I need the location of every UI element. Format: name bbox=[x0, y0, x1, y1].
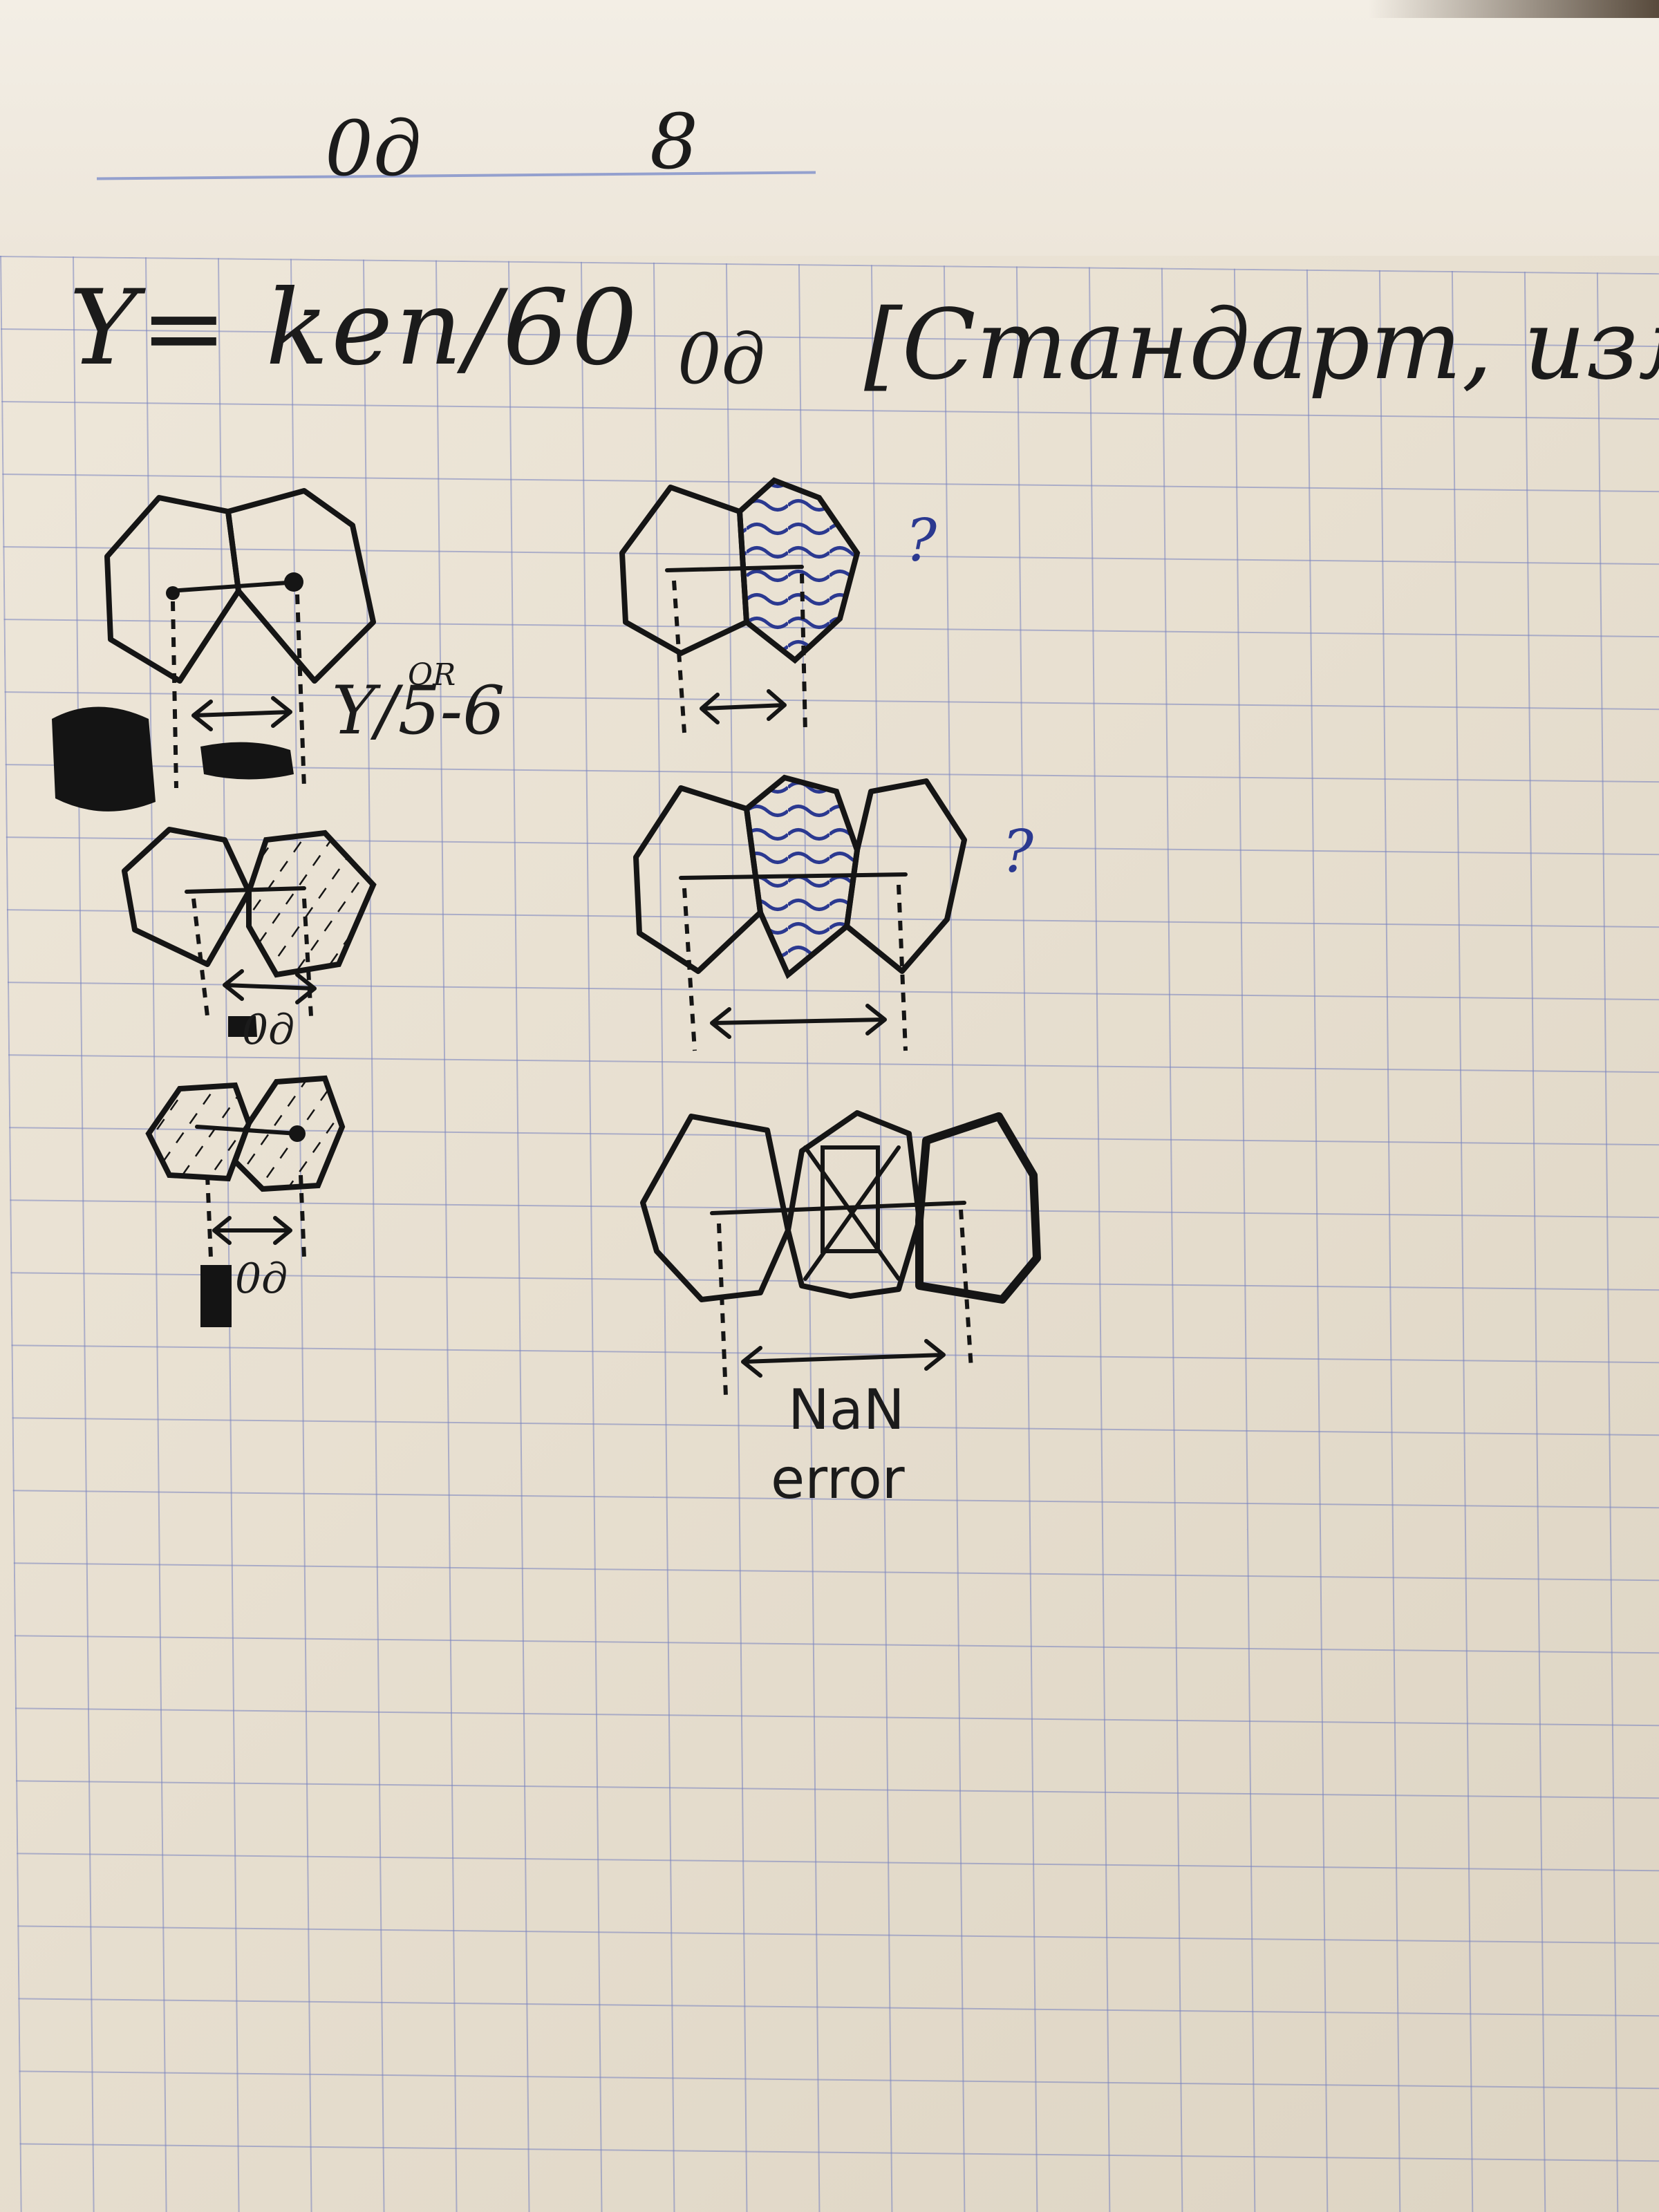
arrow-double bbox=[191, 696, 292, 731]
annotation-or: OR bbox=[408, 657, 456, 693]
arrow-double bbox=[223, 969, 317, 1004]
dashed-guide bbox=[717, 1223, 728, 1397]
node-dot bbox=[284, 572, 303, 592]
scribble-mark bbox=[200, 742, 294, 780]
scribble-mark bbox=[228, 1016, 257, 1037]
header-number: 8 bbox=[650, 97, 698, 186]
dashed-guide bbox=[299, 1174, 306, 1259]
sketch-left-3 bbox=[145, 1075, 346, 1327]
hex-cell bbox=[640, 1114, 791, 1302]
dashed-guide bbox=[295, 594, 306, 789]
hex-cell-hatched bbox=[246, 830, 377, 978]
dashed-guide bbox=[171, 601, 178, 789]
dashed-guide bbox=[682, 888, 697, 1051]
node-dot bbox=[166, 586, 180, 600]
hex-cell bbox=[225, 488, 376, 684]
hex-cell-hatched bbox=[145, 1082, 252, 1182]
hex-cell bbox=[844, 778, 967, 974]
question-mark-1: ? bbox=[906, 507, 937, 574]
sketch-right-3 bbox=[640, 1110, 1041, 1397]
dashed-guide bbox=[205, 1174, 213, 1259]
sketch-right-2 bbox=[633, 774, 967, 1051]
node-dot bbox=[289, 1125, 306, 1142]
annotation-od-1: 0д bbox=[242, 1006, 295, 1054]
header-date: 0д bbox=[325, 104, 422, 193]
cross-marker bbox=[803, 1145, 901, 1281]
hex-cell bbox=[122, 827, 252, 967]
arrow-double bbox=[700, 689, 787, 724]
sketch-left-2 bbox=[122, 827, 377, 1037]
box-marker bbox=[821, 1145, 880, 1253]
dashed-guide bbox=[302, 898, 313, 1017]
hex-cell-water bbox=[736, 477, 861, 664]
sketch-left-1 bbox=[52, 488, 376, 812]
dashed-guide bbox=[672, 580, 686, 733]
scribble-mark bbox=[52, 706, 156, 812]
formula-main: Y= ken/60 bbox=[69, 268, 641, 388]
link-line bbox=[185, 886, 306, 894]
scribble-mark bbox=[200, 1265, 232, 1327]
dashed-guide bbox=[191, 898, 209, 1017]
formula-unit: 0д bbox=[677, 319, 766, 400]
arrow-double bbox=[212, 1216, 292, 1245]
link-line bbox=[710, 1201, 966, 1215]
formula-bracket-note: [Стандарт, изм.] bbox=[864, 289, 1659, 402]
arrow-double bbox=[710, 1004, 887, 1039]
hex-cell bbox=[915, 1112, 1041, 1304]
dashed-guide bbox=[800, 573, 807, 733]
dashed-guide bbox=[959, 1209, 973, 1369]
link-line bbox=[665, 565, 804, 572]
link-line bbox=[195, 1125, 299, 1136]
annotation-error: error bbox=[771, 1447, 905, 1511]
page-header-band bbox=[0, 0, 1659, 256]
sketch-right-1 bbox=[619, 477, 861, 733]
question-mark-2: ? bbox=[1002, 818, 1034, 885]
link-line bbox=[679, 872, 908, 880]
annotation-y-ratio: Y/5-6 bbox=[332, 672, 505, 749]
annotation-nan: NaN bbox=[788, 1378, 905, 1442]
arrow-double bbox=[741, 1339, 946, 1378]
link-line bbox=[167, 580, 299, 593]
annotation-od-2: 0д bbox=[235, 1255, 288, 1303]
page-edge-shadow bbox=[1369, 0, 1659, 18]
